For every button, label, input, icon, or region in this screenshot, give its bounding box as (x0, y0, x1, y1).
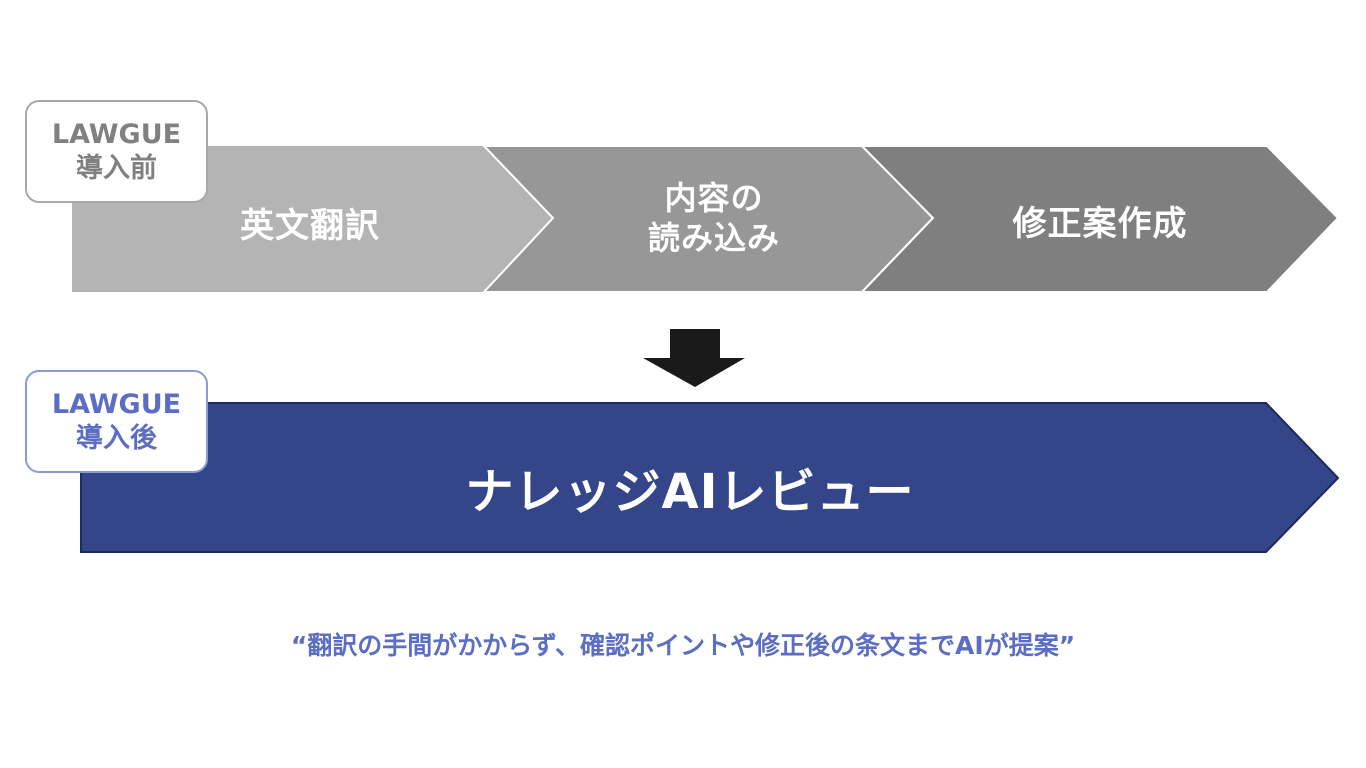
before-tag-name: LAWGUE (51, 118, 182, 150)
knowledge-ai-review-arrow (80, 402, 1340, 553)
before-tag: LAWGUE 導入前 (25, 100, 208, 203)
step-label-read: 内容の 読み込み (647, 179, 780, 257)
caption: “翻訳の手間がかからず、確認ポイントや修正後の条文までAIが提案” (290, 631, 1076, 660)
step-chevron-revise (859, 145, 1340, 293)
after-tag-label: 導入後 (76, 422, 157, 454)
after-tag-name: LAWGUE (51, 388, 182, 420)
step-label-revise: 修正案作成 (1012, 204, 1188, 244)
knowledge-ai-review-label: ナレッジAIレビュー (465, 464, 915, 520)
before-tag-label: 導入前 (76, 152, 157, 184)
after-tag: LAWGUE 導入後 (25, 370, 208, 473)
down-arrow-icon (643, 329, 745, 387)
step-label-translate: 英文翻訳 (240, 206, 380, 246)
